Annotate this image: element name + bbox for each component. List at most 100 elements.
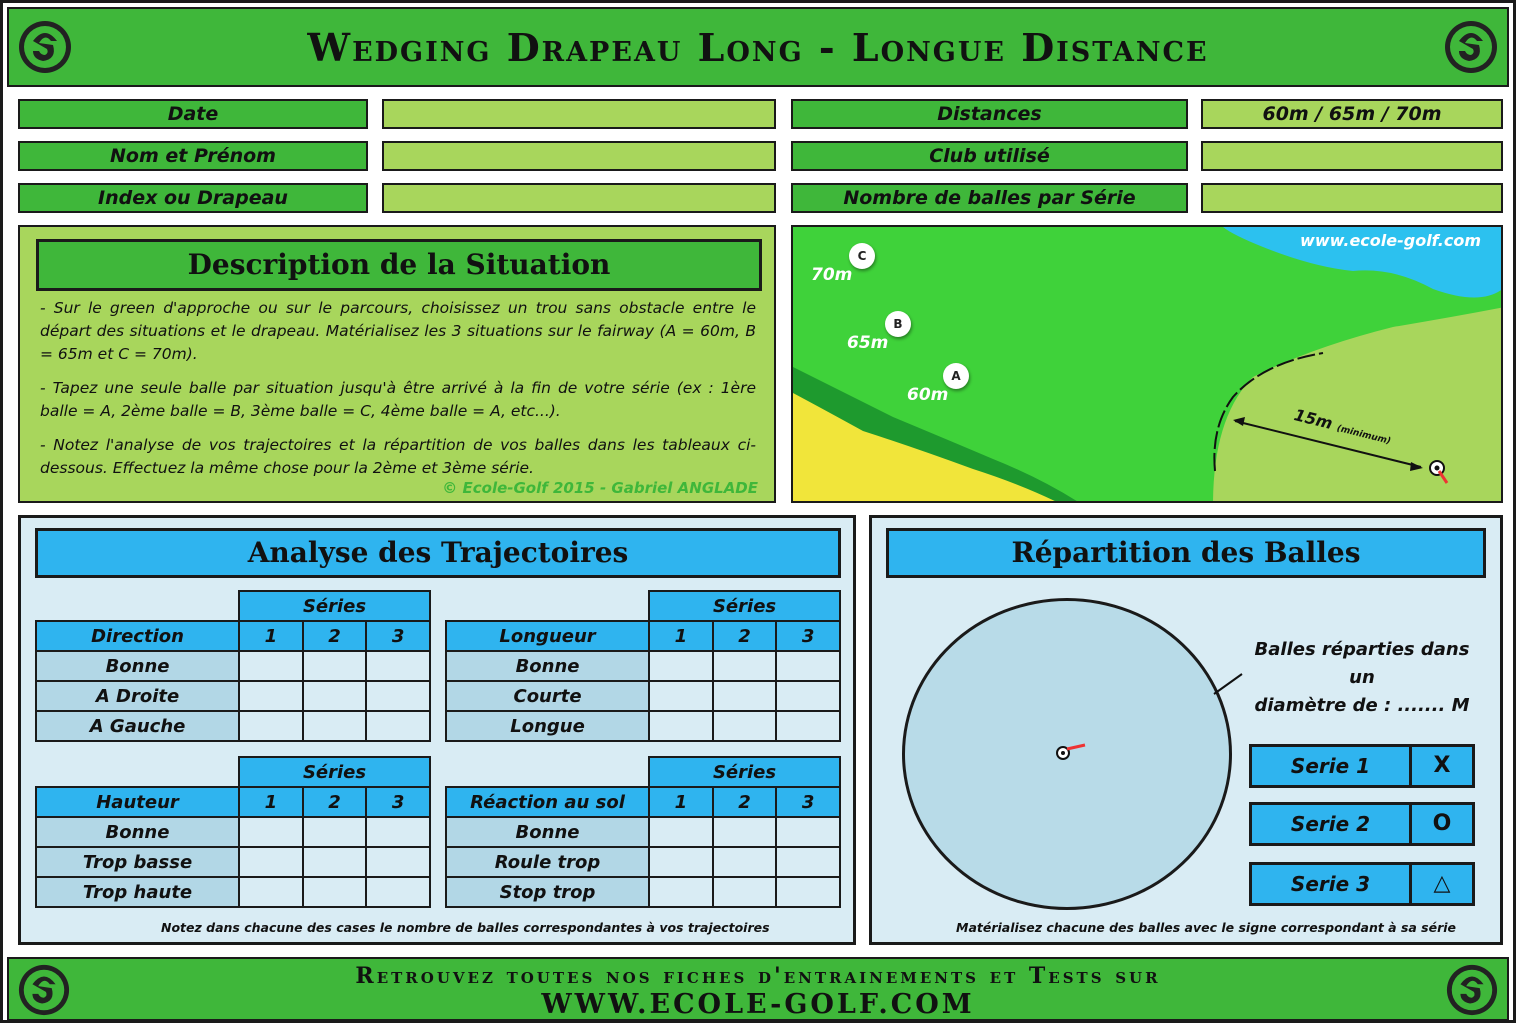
ball-distribution-panel: Répartition des Balles Balles réparties … [869, 515, 1503, 945]
series-header: Séries [648, 590, 841, 622]
count-cell[interactable] [301, 846, 368, 878]
count-cell[interactable] [648, 680, 714, 712]
distance-label-70m: 70m [811, 265, 853, 285]
ecole-golf-logo-icon [18, 964, 70, 1016]
copyright-text: © Ecole-Golf 2015 - Gabriel ANGLADE [442, 479, 758, 497]
row-label: Stop trop [444, 876, 651, 908]
count-cell[interactable] [238, 816, 304, 848]
count-cell[interactable] [711, 680, 778, 712]
count-cell[interactable] [711, 650, 778, 682]
height-header: Hauteur [34, 786, 241, 818]
ecole-golf-logo-icon [1446, 964, 1498, 1016]
count-cell[interactable] [365, 710, 431, 742]
date-label: Date [18, 99, 368, 129]
date-field[interactable] [382, 99, 776, 129]
series-name: Serie 2 [1252, 805, 1412, 843]
footer-line-1: Retrouvez toutes nos fiches d'entraineme… [355, 963, 1161, 989]
position-marker-c: C [849, 243, 875, 269]
flag-icon [1429, 460, 1449, 484]
row-label: Bonne [34, 816, 241, 848]
count-cell[interactable] [775, 846, 841, 878]
count-cell[interactable] [365, 650, 431, 682]
count-cell[interactable] [648, 846, 714, 878]
ecole-golf-logo-icon [19, 21, 71, 73]
description-paragraph: - Tapez une seule balle par situation ju… [40, 379, 756, 420]
course-map: www.ecole-golf.com C 70m B 65m A 60m 15m… [791, 225, 1503, 503]
count-cell[interactable] [775, 680, 841, 712]
row-label: A Droite [34, 680, 241, 712]
club-field[interactable] [1201, 141, 1503, 171]
series-col-3: 3 [365, 620, 431, 652]
count-cell[interactable] [301, 816, 368, 848]
blank-cell [36, 757, 239, 787]
count-cell[interactable] [301, 680, 368, 712]
description-text: - Sur le green d'approche ou sur le parc… [40, 297, 756, 491]
target-circle[interactable] [902, 598, 1232, 910]
name-field[interactable] [382, 141, 776, 171]
diameter-line-2: diamètre de : ....... M [1254, 695, 1470, 716]
count-cell[interactable] [301, 650, 368, 682]
trajectory-analysis-panel: Analyse des Trajectoires Séries Directio… [18, 515, 856, 945]
series-col-1: 1 [238, 620, 304, 652]
name-label: Nom et Prénom [18, 141, 368, 171]
row-label: Trop haute [34, 876, 241, 908]
count-cell[interactable] [238, 680, 304, 712]
row-label: Bonne [444, 650, 651, 682]
blank-cell [446, 591, 649, 621]
count-cell[interactable] [648, 650, 714, 682]
count-cell[interactable] [238, 650, 304, 682]
series-symbol-triangle-icon: △ [1433, 871, 1451, 896]
series-symbol-circle-icon: O [1432, 811, 1452, 836]
count-cell[interactable] [648, 876, 714, 908]
count-cell[interactable] [711, 876, 778, 908]
row-label: Longue [444, 710, 651, 742]
count-cell[interactable] [301, 710, 368, 742]
balls-per-series-field[interactable] [1201, 183, 1503, 213]
count-cell[interactable] [238, 710, 304, 742]
distances-label: Distances [791, 99, 1188, 129]
row-label: Bonne [34, 650, 241, 682]
analysis-note: Notez dans chacune des cases le nombre d… [161, 920, 770, 935]
count-cell[interactable] [365, 876, 431, 908]
series-col-3: 3 [775, 620, 841, 652]
count-cell[interactable] [365, 846, 431, 878]
footer-website-link[interactable]: WWW.ECOLE-GOLF.COM [541, 989, 975, 1020]
series-col-1: 1 [648, 786, 714, 818]
series-col-2: 2 [711, 786, 778, 818]
count-cell[interactable] [775, 710, 841, 742]
count-cell[interactable] [301, 876, 368, 908]
count-cell[interactable] [711, 846, 778, 878]
diameter-line-1: Balles réparties dans un [1254, 639, 1470, 688]
count-cell[interactable] [775, 876, 841, 908]
series-header: Séries [238, 756, 431, 788]
count-cell[interactable] [238, 846, 304, 878]
index-field[interactable] [382, 183, 776, 213]
balls-per-series-label: Nombre de balles par Série [791, 183, 1188, 213]
description-box: Description de la Situation - Sur le gre… [18, 225, 776, 503]
series-col-2: 2 [711, 620, 778, 652]
count-cell[interactable] [775, 816, 841, 848]
description-paragraph: - Sur le green d'approche ou sur le parc… [40, 299, 756, 363]
count-cell[interactable] [365, 680, 431, 712]
count-cell[interactable] [648, 710, 714, 742]
count-cell[interactable] [775, 650, 841, 682]
count-cell[interactable] [238, 876, 304, 908]
position-marker-b: B [885, 311, 911, 337]
diameter-text: Balles réparties dans un diamètre de : .… [1242, 636, 1482, 720]
distance-label-60m: 60m [907, 385, 949, 405]
count-cell[interactable] [648, 816, 714, 848]
count-cell[interactable] [711, 710, 778, 742]
count-cell[interactable] [365, 816, 431, 848]
series-col-2: 2 [301, 786, 368, 818]
series-header: Séries [648, 756, 841, 788]
distances-value: 60m / 65m / 70m [1201, 99, 1503, 129]
series-2-legend: Serie 2 O [1249, 802, 1475, 846]
length-header: Longueur [444, 620, 651, 652]
series-1-legend: Serie 1 X [1249, 744, 1475, 788]
count-cell[interactable] [711, 816, 778, 848]
header-band: Wedging Drapeau Long - Longue Distance [7, 7, 1509, 87]
row-label: A Gauche [34, 710, 241, 742]
series-col-2: 2 [301, 620, 368, 652]
